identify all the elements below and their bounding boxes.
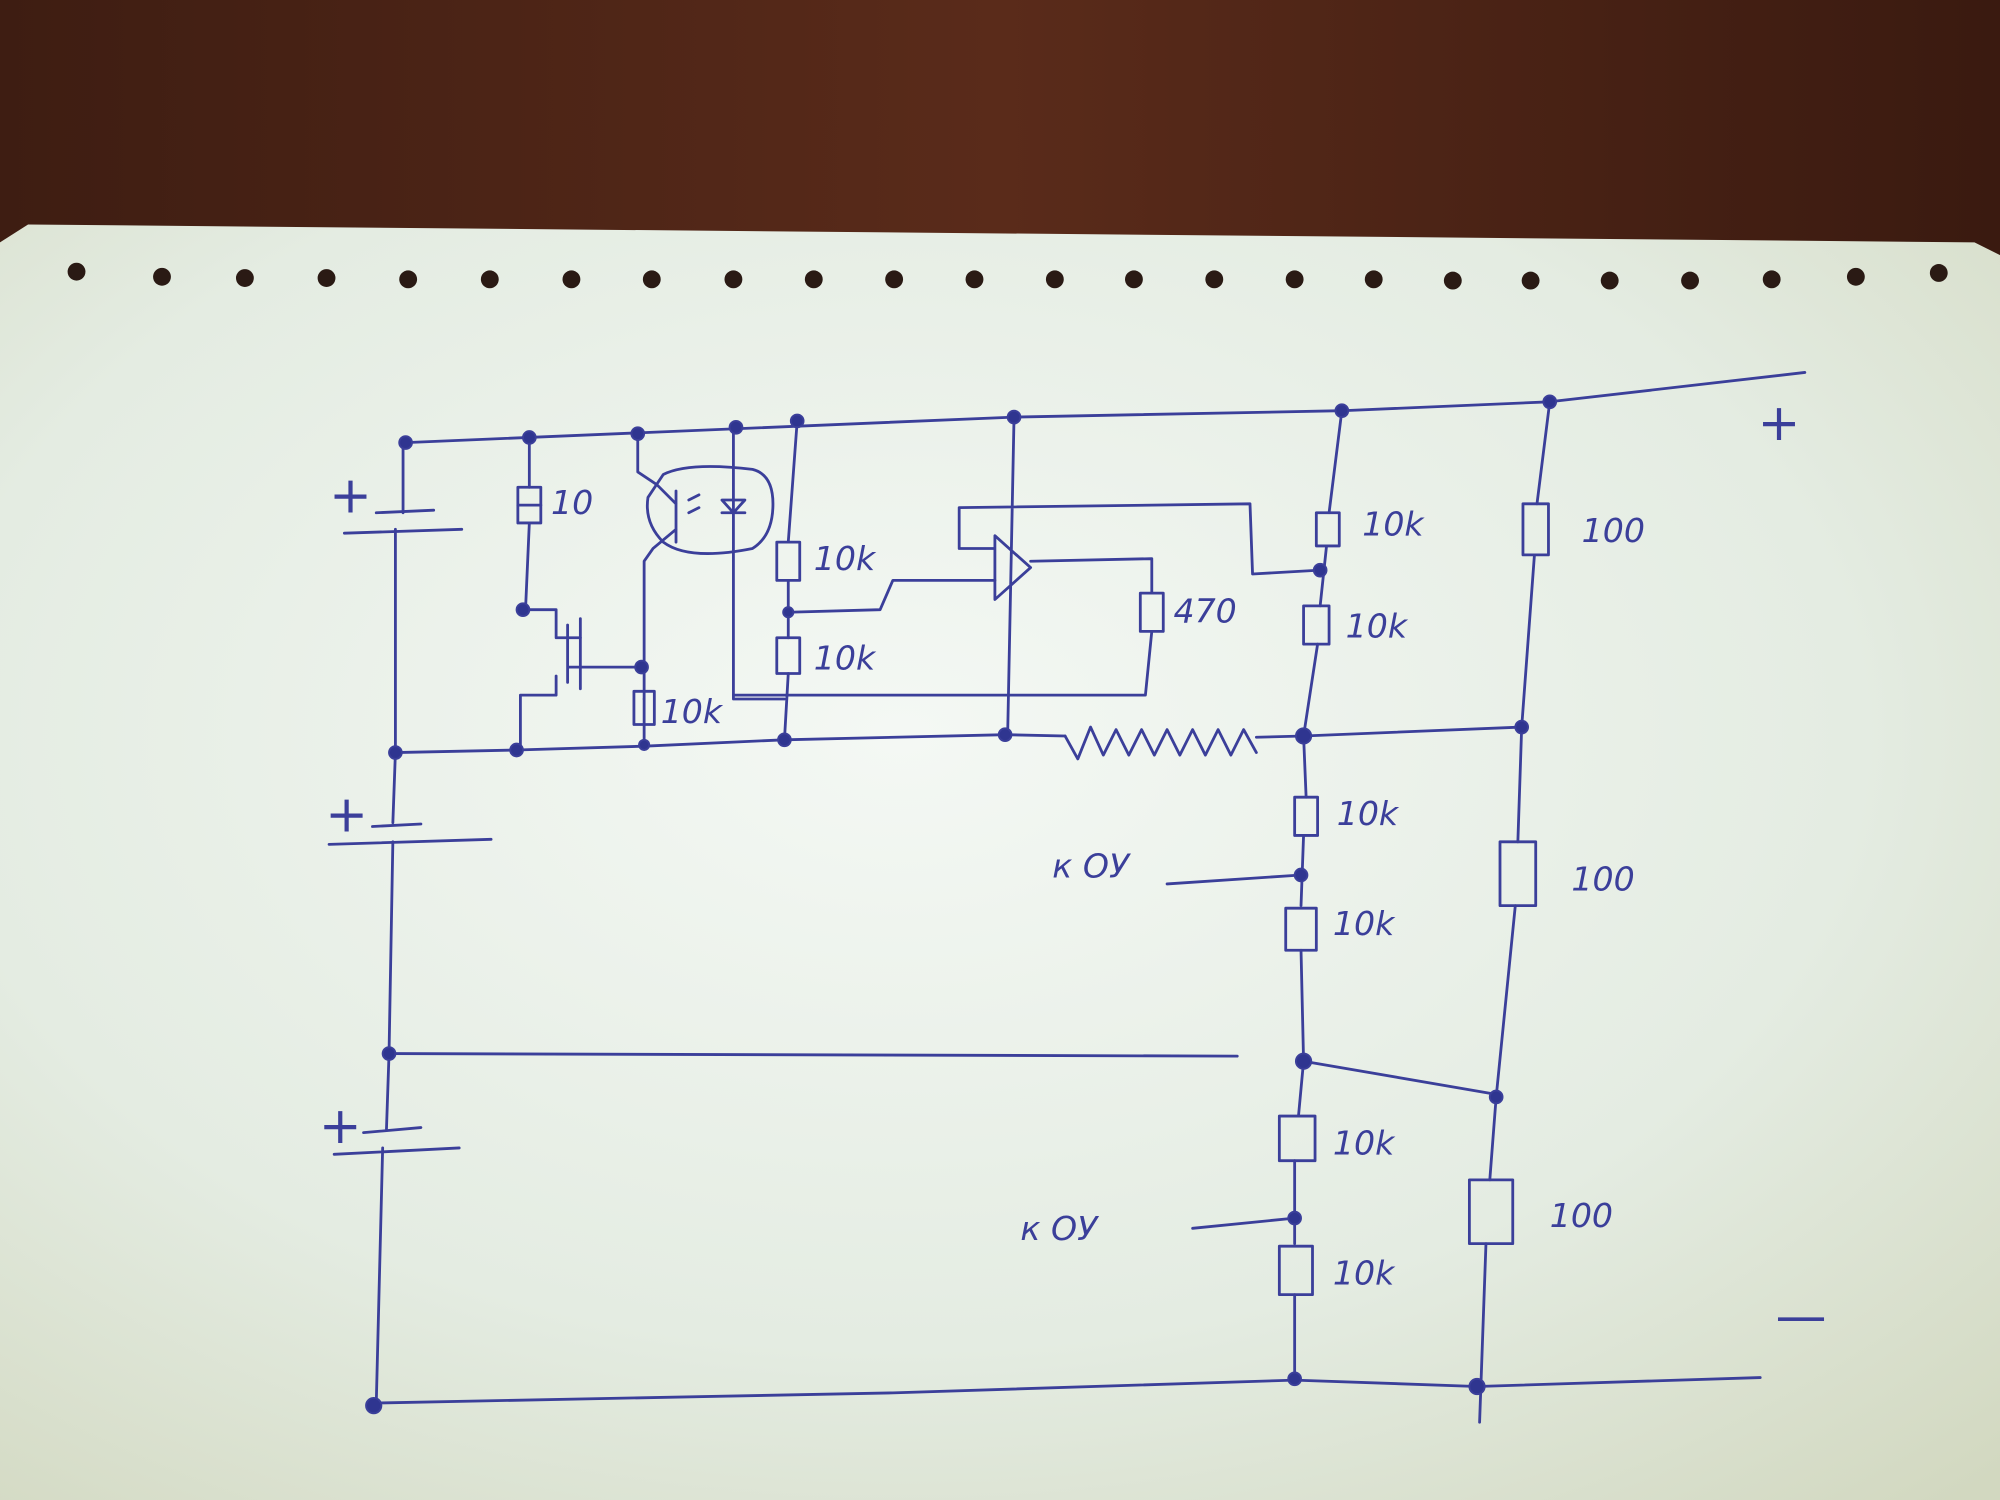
label-terminal-minus: —	[1776, 1287, 1827, 1346]
resistor-100-c2-1	[1521, 502, 1550, 557]
label-r-opto: 10k	[661, 692, 724, 731]
heater-coil	[1063, 725, 1258, 761]
label-r-c2-2: 100	[1571, 859, 1634, 898]
label-r-10: 10	[551, 483, 593, 522]
resistor-100-c2-3	[1467, 1178, 1515, 1246]
resistor-100-c2-2	[1498, 840, 1538, 908]
mosfet	[519, 617, 640, 752]
resistor-10k-c1-3	[1293, 795, 1320, 837]
resistor-10k-c1-1	[1314, 511, 1341, 548]
label-r-c1-2: 10k	[1346, 607, 1409, 646]
label-r-c2-1: 100	[1582, 511, 1645, 550]
paper-sheet	[0, 224, 2000, 1500]
resistor-470	[1138, 591, 1165, 633]
label-r-c2-3: 100	[1550, 1196, 1613, 1235]
label-r-470: 470	[1173, 591, 1236, 630]
resistor-10k-divider-bottom	[775, 636, 802, 675]
battery-2	[327, 822, 493, 846]
resistor-10k-divider-top	[775, 540, 802, 582]
label-r-div-bottom: 10k	[814, 639, 877, 678]
perforation-holes	[67, 262, 1948, 290]
optocoupler	[636, 425, 786, 701]
resistor-10k-c1-5	[1277, 1114, 1317, 1163]
label-to-opamp-2: к ОУ	[1020, 1209, 1099, 1248]
label-battery-plus-3: +	[319, 1097, 362, 1156]
resistor-10k-opto	[632, 689, 656, 726]
label-battery-plus-2: +	[325, 786, 368, 845]
junction-dots	[365, 394, 1558, 1415]
label-r-c1-5: 10k	[1333, 1123, 1396, 1162]
label-r-c1-3: 10k	[1337, 794, 1400, 833]
label-terminal-plus: +	[1758, 394, 1801, 453]
battery-1	[342, 508, 464, 535]
resistor-10k-c1-4	[1284, 906, 1318, 952]
label-r-c1-1: 10k	[1362, 505, 1425, 544]
resistor-10k-c1-2	[1302, 604, 1331, 646]
midpoint-line	[387, 1052, 1239, 1058]
opamp	[732, 415, 1322, 737]
battery-3	[332, 1126, 461, 1156]
label-r-div-top: 10k	[814, 539, 877, 578]
resistor-10k-c1-6	[1277, 1244, 1314, 1297]
label-to-opamp-1: к ОУ	[1052, 847, 1131, 886]
label-r-c1-6: 10k	[1333, 1253, 1396, 1292]
label-r-c1-4: 10k	[1333, 904, 1396, 943]
label-battery-plus-1: +	[329, 467, 372, 526]
